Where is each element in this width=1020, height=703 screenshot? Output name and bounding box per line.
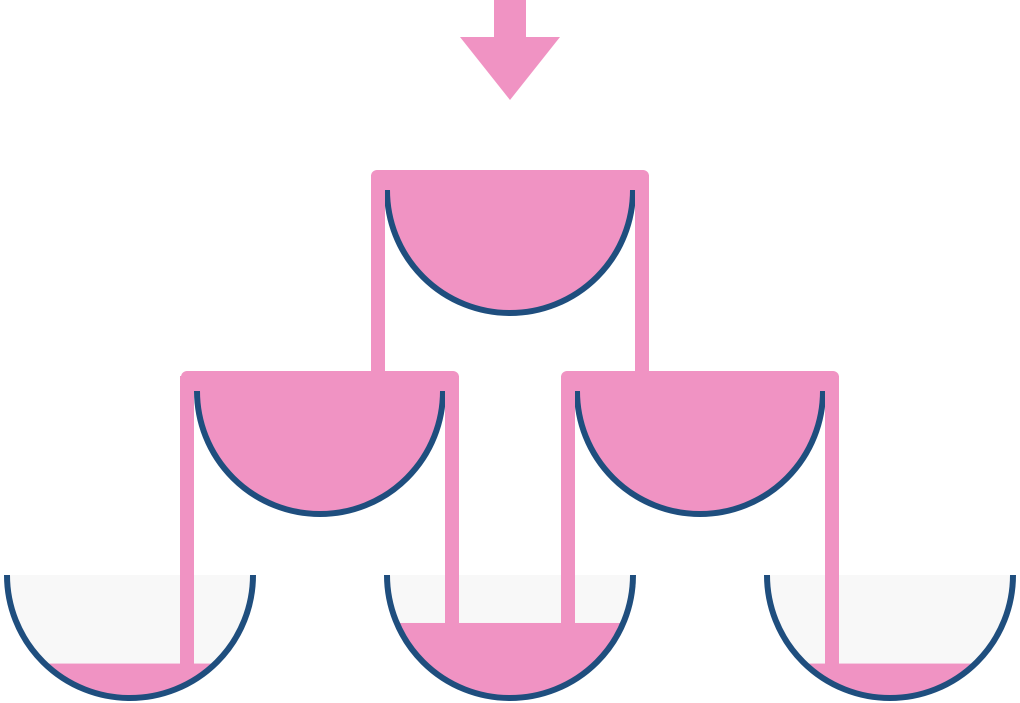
glass-outline (194, 390, 446, 517)
liquid-overflow-rim (561, 371, 839, 391)
liquid-fill (7, 663, 253, 698)
liquid-fill (577, 391, 823, 514)
pipe-middle-right-inner (561, 376, 575, 625)
liquid-overflow-rim (181, 371, 459, 391)
glass-bottom-left (4, 574, 256, 701)
glass-middle-left (181, 371, 459, 517)
liquid-overflow-rim (371, 170, 649, 190)
pipe-top-left (371, 175, 385, 374)
arrow-head (460, 37, 560, 100)
liquid-fill (767, 663, 1013, 698)
glass-outline (764, 574, 1016, 701)
glass-middle-right (561, 371, 839, 517)
glass-outline (384, 189, 636, 316)
arrow-down-icon (460, 0, 560, 100)
pipe-top-right (635, 175, 649, 374)
arrow-shaft (494, 0, 526, 40)
pipe-middle-right-outer (825, 376, 839, 665)
liquid-fill (197, 391, 443, 514)
glasses (4, 170, 1016, 701)
pipe-middle-left-outer (180, 376, 194, 665)
glass-outline (574, 390, 826, 517)
liquid-fill (387, 190, 633, 313)
glass-bottom-right (764, 574, 1016, 701)
glass-top (371, 170, 649, 316)
glass-outline (384, 574, 636, 701)
glass-bottom-middle (384, 574, 636, 701)
overflow-pipes (180, 175, 839, 665)
glass-outline (4, 574, 256, 701)
pipe-middle-left-inner (445, 376, 459, 625)
